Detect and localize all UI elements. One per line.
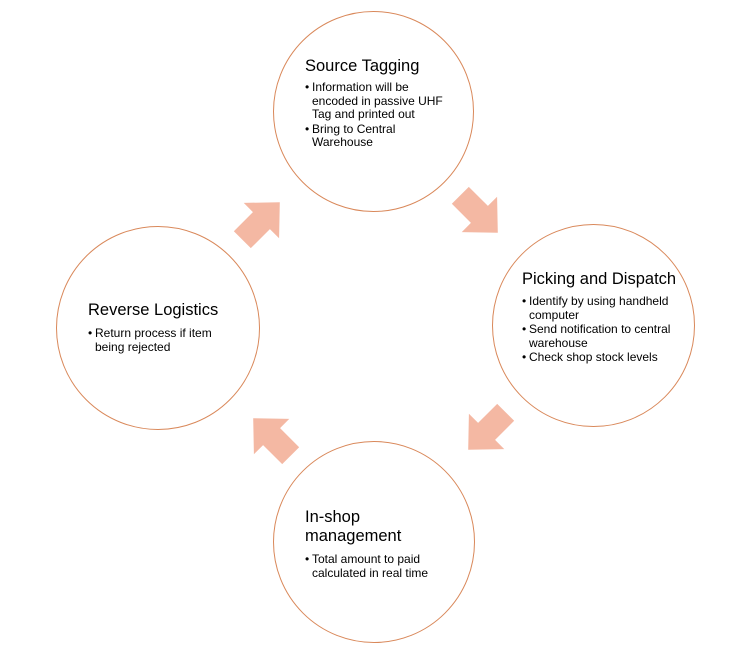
node-in-shop-management: In-shop management Total amount to paid … bbox=[273, 441, 475, 643]
node-source-tagging: Source Tagging Information will be encod… bbox=[273, 11, 474, 212]
node-picking-and-dispatch: Picking and Dispatch Identify by using h… bbox=[492, 224, 695, 427]
node-content: In-shop management Total amount to paid … bbox=[305, 508, 455, 581]
node-content: Picking and Dispatch Identify by using h… bbox=[522, 270, 682, 366]
arrow-inshop-to-reverse bbox=[253, 418, 300, 465]
bullet-item: Check shop stock levels bbox=[522, 350, 682, 365]
node-reverse-logistics: Reverse Logistics Return process if item… bbox=[56, 226, 260, 430]
node-content: Source Tagging Information will be encod… bbox=[305, 57, 455, 151]
bullet-list: Return process if item being rejected bbox=[88, 326, 243, 354]
bullet-item: Identify by using handheld computer bbox=[522, 294, 682, 322]
arrow-source-to-picking bbox=[451, 186, 498, 233]
node-title: In-shop management bbox=[305, 508, 402, 545]
arrow-picking-to-inshop bbox=[468, 403, 515, 450]
bullet-item: Return process if item being rejected bbox=[88, 326, 243, 354]
bullet-list: Information will be encoded in passive U… bbox=[305, 80, 455, 150]
arrow-reverse-to-source bbox=[233, 202, 280, 249]
node-title: Reverse Logistics bbox=[88, 301, 219, 319]
node-title: Picking and Dispatch bbox=[522, 270, 677, 288]
bullet-item: Information will be encoded in passive U… bbox=[305, 80, 455, 122]
bullet-item: Bring to Central Warehouse bbox=[305, 122, 455, 150]
node-content: Reverse Logistics Return process if item… bbox=[88, 301, 243, 355]
bullet-item: Send notification to central warehouse bbox=[522, 322, 682, 350]
bullet-list: Identify by using handheld computer Send… bbox=[522, 294, 682, 365]
bullet-list: Total amount to paid calculated in real … bbox=[305, 552, 455, 580]
node-title: Source Tagging bbox=[305, 57, 420, 75]
bullet-item: Total amount to paid calculated in real … bbox=[305, 552, 455, 580]
